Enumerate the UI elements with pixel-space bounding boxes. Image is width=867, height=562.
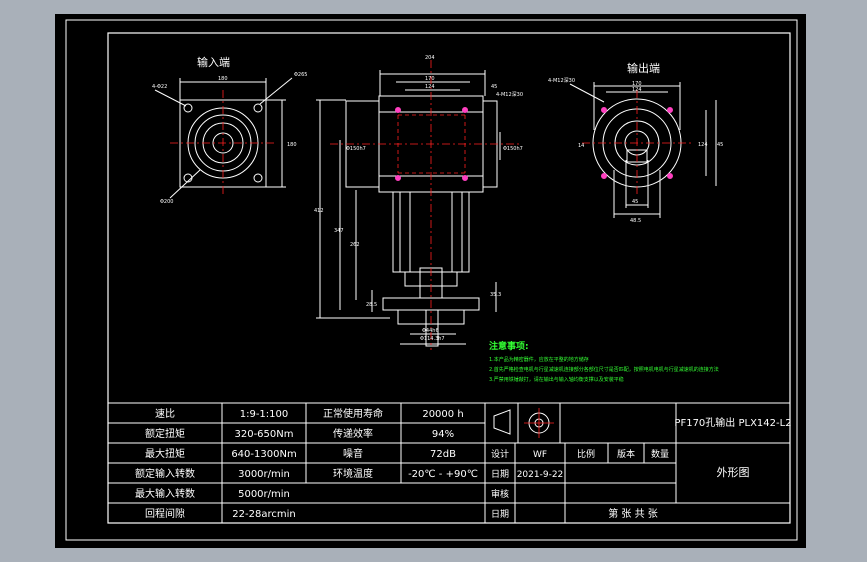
dim-label: 262 [350,242,360,248]
spec-value: 3000r/min [238,469,290,480]
review-label: 审核 [491,488,509,500]
spec-table-text: 速比 1:9-1:100 正常使用寿命 20000 h 额定扭矩 320-650… [135,407,478,520]
spec-value: 1:9-1:100 [240,409,289,420]
spec-table [107,402,486,524]
sheet-info: 第 张 共 张 [608,507,658,520]
dim-label: 45 [632,199,638,205]
dim-label: 180 [287,142,297,148]
dim-label: 4-Φ22 [152,84,167,90]
date-label: 日期 [491,469,509,480]
notes-line-3: 3.严禁用铁锤敲打，请在输出与输入轴均衡支撑以及安装平稳 [489,376,624,383]
dim-label: 14 [578,143,584,149]
dim-label: 412 [314,208,324,214]
spec-label: 最大输入转数 [135,487,195,500]
dim-label: Φ150h7 [503,146,523,152]
output-hole-marker [667,173,673,179]
designer: WF [533,450,547,460]
spec-label: 噪音 [343,447,363,460]
notes: 注意事项: 1.本产品为精密器件，应放在平整的地方储存 2.首先严格检查电机与行… [489,340,719,383]
dim-label: 170 [632,81,642,87]
dim-label: Φ265 [294,72,307,78]
title-block [484,402,791,524]
dim-label: 204 [425,55,435,61]
spec-value: 20000 h [422,409,463,420]
dim-label: Φ44h6 [422,328,439,334]
output-hole-marker [601,173,607,179]
spec-label: 正常使用寿命 [323,407,383,420]
spec-label: 传递效率 [333,427,373,440]
mount-hole-marker [462,107,468,113]
spec-label: 环境温度 [333,467,373,480]
dim-label: Φ114.3h7 [420,336,445,342]
spec-label: 回程间隙 [145,507,185,520]
scale-label: 比例 [577,448,595,460]
outer-frame [65,19,798,541]
dim-label: Φ200 [160,199,173,205]
date2-label: 日期 [491,509,509,520]
qty-label: 数量 [651,448,669,460]
dim-label: 170 [425,76,435,82]
dim-label: 4-M12深30 [548,77,575,84]
side-view-details [330,60,520,350]
notes-line-1: 1.本产品为精密器件，应放在平整的地方储存 [489,356,589,363]
dim-label: 28.5 [366,302,377,308]
sheet-background [55,14,806,548]
output-view-centerlines [582,90,692,196]
input-view-title: 输入端 [197,55,230,69]
spec-value: 72dB [430,449,456,460]
spec-value: 94% [432,429,454,440]
title-block-text: PF170孔输出 PLX142-L2 外形图 设计 WF 比例 版本 数量 日期… [491,416,792,520]
date-value: 2021-9-22 [517,470,564,480]
mount-hole-marker [395,107,401,113]
version-label: 版本 [617,448,635,460]
dimension-labels: 4-Φ22 Φ265 180 180 Φ200 204 170 124 45 4… [152,55,723,342]
mount-hole-marker [395,175,401,181]
spec-value: 22-28arcmin [232,509,295,520]
spec-value: 5000r/min [238,489,290,500]
dim-label: 35.3 [490,292,501,298]
dim-label: 124 [632,87,642,93]
dim-label: 124 [698,142,708,148]
notes-line-2: 2.首先严格检查电机与行星减速机连接部分各部位尺寸是否匹配，按照电机电机与行星减… [489,366,719,373]
sheet-title: 外形图 [717,466,750,479]
spec-value: 640-1300Nm [231,449,296,460]
spec-label: 额定扭矩 [145,427,185,440]
spec-label: 最大扭矩 [145,447,185,460]
dim-label: 45 [717,142,723,148]
output-hole-marker [667,107,673,113]
dim-label: 124 [425,84,435,90]
spec-label: 额定输入转数 [135,467,195,480]
side-view-holes [395,107,468,181]
drawing-name: PF170孔输出 PLX142-L2 [674,416,791,429]
dim-label: 48.5 [630,218,641,224]
output-hole-marker [601,107,607,113]
output-view-title: 输出端 [627,61,660,75]
mount-hole-marker [462,175,468,181]
dim-label: 45 [491,84,497,90]
dim-label: 347 [334,228,344,234]
spec-value: -20℃ - +90℃ [408,469,478,480]
notes-title: 注意事项: [489,340,529,352]
output-view-holes [601,107,673,179]
dim-label: Φ150h7 [346,146,366,152]
design-label: 设计 [491,448,509,460]
spec-label: 速比 [155,408,175,420]
dim-label: 180 [218,76,228,82]
spec-value: 320-650Nm [234,429,293,440]
input-view-centerlines [170,90,276,196]
dim-label: 4-M12深30 [496,91,523,98]
